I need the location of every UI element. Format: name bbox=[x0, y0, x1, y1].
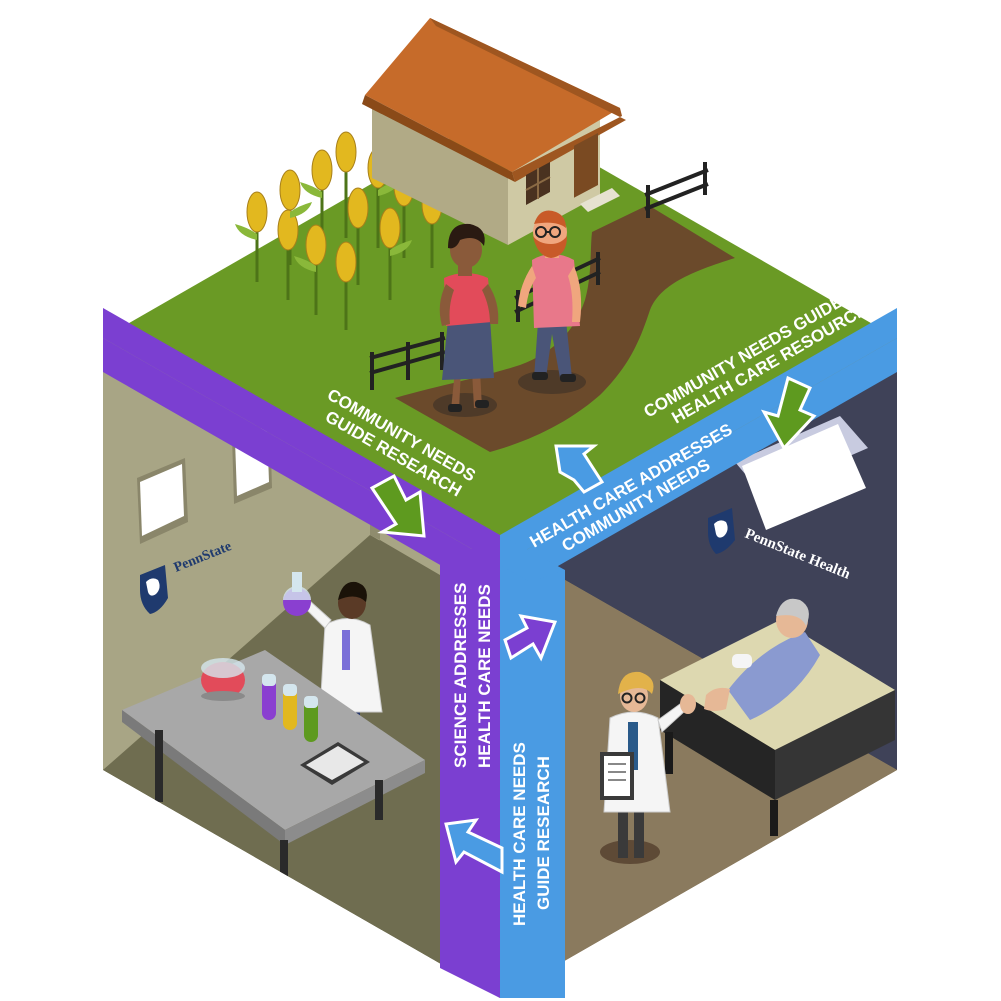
label-community-to-research: COMMUNITY NEEDS GUIDE RESEARCH bbox=[322, 385, 479, 500]
community-woman bbox=[433, 223, 499, 417]
farm-house bbox=[362, 18, 626, 245]
hospital-patient bbox=[704, 598, 820, 720]
house-door bbox=[574, 133, 598, 198]
test-tubes-icon bbox=[262, 674, 318, 742]
clipboard-icon bbox=[300, 742, 370, 785]
arrow-community-to-research bbox=[369, 473, 426, 538]
community-man bbox=[518, 210, 586, 394]
arrow-science-to-healthcare bbox=[503, 614, 558, 662]
hospital-doctor bbox=[600, 671, 696, 864]
fence-right bbox=[644, 162, 709, 218]
round-flask-icon bbox=[201, 658, 245, 701]
arrow-healthcare-to-community bbox=[554, 444, 605, 494]
lab-table bbox=[122, 650, 425, 890]
flask-icon bbox=[283, 572, 311, 616]
house-window bbox=[525, 162, 551, 205]
fence-left bbox=[369, 332, 446, 390]
lab-scientist bbox=[283, 572, 383, 730]
arrow-down-icon bbox=[369, 473, 426, 538]
label-healthcare-to-research: HEALTH CARE NEEDS GUIDE RESEARCH bbox=[510, 742, 553, 926]
hospital-window bbox=[735, 416, 868, 530]
arrow-right-icon bbox=[503, 614, 558, 662]
label-line-2: HEALTH CARE NEEDS bbox=[475, 584, 494, 768]
arrow-down-icon bbox=[760, 375, 817, 451]
arrow-up-icon bbox=[554, 444, 605, 494]
arrow-left-icon bbox=[444, 818, 504, 875]
label-line-1: SCIENCE ADDRESSES bbox=[451, 583, 470, 768]
arrow-healthcare-to-research bbox=[444, 818, 504, 875]
label-science-to-healthcare: SCIENCE ADDRESSES HEALTH CARE NEEDS bbox=[451, 583, 494, 768]
arrow-community-to-healthcare bbox=[760, 375, 817, 451]
hospital-face: PennState Health bbox=[500, 338, 897, 998]
label-line-1: HEALTH CARE NEEDS bbox=[510, 742, 529, 926]
label-line-2: GUIDE RESEARCH bbox=[534, 756, 553, 910]
clipboard-icon bbox=[600, 752, 634, 800]
